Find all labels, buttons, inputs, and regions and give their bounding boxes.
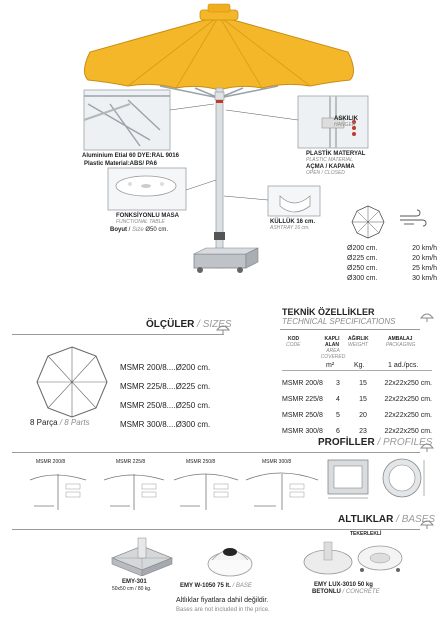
wheels-label: TEKERLEKLİ bbox=[350, 531, 382, 537]
profile-label: MSMR 225/8 bbox=[116, 459, 146, 465]
size-model: MSMR 300/8....Ø300 cm. bbox=[120, 420, 211, 429]
base-emy-301-image bbox=[111, 537, 173, 576]
size-model: MSMR 225/8....Ø225 cm. bbox=[120, 382, 211, 391]
tech-title: TEKNİK ÖZELLİKLER bbox=[282, 307, 375, 317]
hanger-label: ASKILIK bbox=[334, 116, 358, 122]
umbrella-base bbox=[193, 253, 247, 269]
umbrella-mini-icon bbox=[420, 313, 434, 322]
base-emy-lux-image bbox=[303, 541, 403, 575]
bases-title: ALTLIKLAR / BASES bbox=[338, 514, 436, 525]
table-label-en: FUNCTIONAL TABLE bbox=[116, 219, 165, 225]
sizes-title: ÖLÇÜLER / SIZES bbox=[146, 319, 232, 330]
canopy bbox=[84, 15, 354, 91]
profile-cross-sections bbox=[327, 458, 425, 499]
open-close-label: AÇMA / KAPAMA bbox=[306, 164, 355, 170]
sizes-rule bbox=[12, 334, 224, 335]
material-line2: Plastic Material:ABS/ PA6 bbox=[84, 161, 157, 167]
profiles-title: PROFİLLER / PROFILES bbox=[318, 437, 433, 448]
plastic-label: PLASTİK MATERYAL bbox=[306, 151, 366, 157]
umbrella-mini-icon bbox=[420, 443, 434, 452]
pole bbox=[215, 87, 224, 269]
profiles-rule bbox=[12, 452, 420, 453]
hanger-label-en: HANGER bbox=[334, 122, 356, 128]
octagon-diagram bbox=[36, 346, 108, 418]
umbrella-mini-icon bbox=[420, 520, 434, 529]
profile-diagrams bbox=[29, 472, 319, 510]
base-2-name: EMY W-1050 75 lt. / BASE bbox=[180, 583, 252, 589]
base-3-name: EMY LUX-3010 50 kg bbox=[314, 582, 373, 588]
size-model: MSMR 200/8....Ø200 cm. bbox=[120, 363, 211, 372]
umbrella-mini-icon bbox=[216, 325, 230, 334]
size-models: MSMR 200/8....Ø200 cm. MSMR 225/8....Ø22… bbox=[120, 358, 210, 434]
material-line1: Aluminium Etial 60 DYE:RAL 9016 bbox=[82, 153, 179, 159]
base-3-detail: BETONLU / CONCRETE bbox=[312, 589, 380, 595]
profile-label: MSMR 250/8 bbox=[186, 459, 216, 465]
table-size: Boyut / Size Ø50 cm. bbox=[110, 227, 169, 233]
bases-note-en: Bases are not included in the price. bbox=[176, 607, 270, 613]
ashtray-label-en: ASHTRAY 16 cm. bbox=[270, 225, 310, 231]
base-1-name: EMY-301 bbox=[122, 579, 147, 585]
open-close-label-en: OPEN / CLOSED bbox=[306, 170, 345, 176]
parts-label: 8 Parça / 8 Parts bbox=[30, 418, 90, 427]
wind-table: Ø200 cm.20 km/h Ø225 cm.20 km/h Ø250 cm.… bbox=[347, 245, 437, 282]
table-label: FONKSİYONLU MASA bbox=[116, 213, 179, 219]
ashtray-label: KÜLLÜK 16 cm. bbox=[270, 219, 316, 225]
base-emy-w-1050-image bbox=[207, 548, 253, 577]
size-model: MSMR 250/8....Ø250 cm. bbox=[120, 401, 211, 410]
umbrella-illustration bbox=[83, 3, 427, 273]
tech-rule bbox=[280, 329, 420, 330]
bases-note: Altlıklar fiyatlara dahil değildir. bbox=[176, 597, 269, 604]
tech-title-en: TECHNICAL SPECIFICATIONS bbox=[282, 317, 396, 326]
base-1-detail: 50x50 cm / 80 kg. bbox=[112, 586, 152, 592]
plastic-label-en: PLASTIC MATERIAL bbox=[306, 157, 353, 163]
umbrella-topview-icon bbox=[351, 205, 385, 239]
bases-rule bbox=[12, 529, 420, 530]
wind-icon bbox=[400, 209, 427, 227]
profile-label: MSMR 200/8 bbox=[36, 459, 66, 465]
profile-label: MSMR 300/8 bbox=[262, 459, 292, 465]
